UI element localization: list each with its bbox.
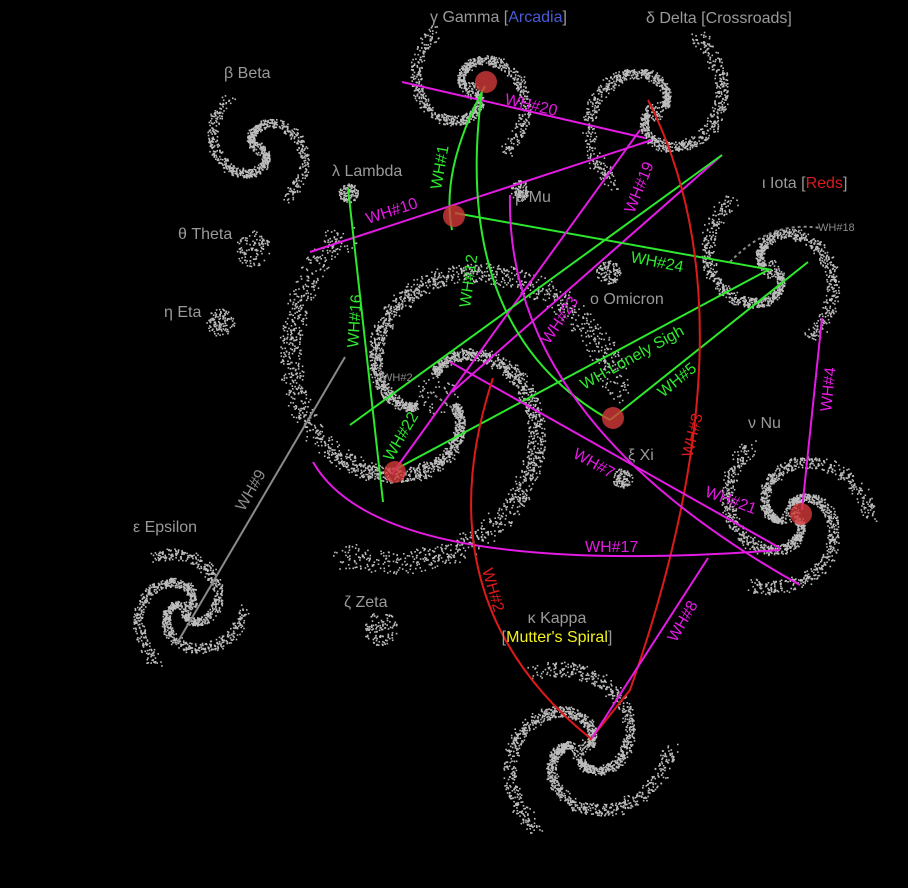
galaxy-gamma-label[interactable]: γ Gamma [Arcadia] — [430, 9, 567, 26]
galaxy-gamma-name: γ Gamma — [430, 9, 499, 26]
wormhole-wh23-lane[interactable] — [391, 129, 641, 475]
wormhole-wh3-lane[interactable] — [589, 99, 701, 741]
marker-layer — [384, 71, 812, 525]
galaxy-mu — [510, 180, 530, 202]
wormhole-wh7-lane[interactable] — [449, 361, 781, 549]
galaxy-delta-bracket-open: [ — [697, 10, 706, 27]
galaxy-kappa-faction: Mutter's Spiral — [506, 629, 608, 646]
galaxy-kappa-name: κ Kappa — [528, 610, 587, 627]
galaxy-delta-bracket-close: ] — [787, 10, 791, 27]
galaxy-iota-name: ι Iota — [762, 175, 797, 192]
galaxy-beta-label[interactable]: β Beta — [224, 65, 271, 82]
wormhole-wh9-lane[interactable] — [175, 356, 346, 646]
galaxy-epsilon — [133, 548, 250, 667]
galaxy-omicron-label[interactable]: ο Omicron — [590, 291, 664, 308]
galaxy-gamma-bracket-open: [ — [499, 9, 508, 26]
marker-xi[interactable] — [602, 407, 624, 429]
galaxy-theta — [236, 230, 271, 268]
wormhole-wh17-lane[interactable] — [312, 461, 781, 558]
galaxy-gamma-faction: Arcadia — [508, 9, 562, 26]
wormhole-wh2s-label: WH#2 — [382, 372, 413, 384]
galaxy-kappa-label[interactable]: κ Kappa — [528, 610, 587, 627]
wormhole-wh24-lane[interactable] — [454, 212, 773, 271]
wormhole-wh4-label: WH#4 — [818, 366, 840, 412]
wormhole-wh22-lane[interactable] — [349, 154, 723, 426]
wormhole-whlonely-lane[interactable] — [397, 269, 769, 469]
galaxy-eta — [206, 308, 236, 337]
galaxy-beta — [207, 95, 310, 204]
galaxy-kappa-faction-label: [Mutter's Spiral] — [502, 629, 613, 646]
wormhole-wh16-lane[interactable] — [347, 187, 384, 503]
galaxy-omicron — [596, 260, 622, 285]
galaxy-iota-label[interactable]: ι Iota [Reds] — [762, 175, 847, 192]
galaxy-iota-bracket-close: ] — [843, 175, 847, 192]
galaxy-zeta — [365, 613, 398, 646]
galaxy-iota-faction: Reds — [806, 175, 843, 192]
marker-gamma[interactable] — [475, 71, 497, 93]
galaxy-gamma-bracket-close: ] — [562, 9, 566, 26]
galaxy-epsilon-label[interactable]: ε Epsilon — [133, 519, 197, 536]
galaxy-iota-bracket-open: [ — [797, 175, 806, 192]
galaxy-kappa — [503, 661, 679, 834]
wormhole-wh4-lane[interactable] — [801, 317, 823, 511]
wormhole-wh17-label: WH#17 — [585, 539, 638, 556]
marker-mu[interactable] — [443, 205, 465, 227]
galaxy-nu-label[interactable]: ν Nu — [748, 415, 781, 432]
wormhole-wh18-label: WH#18 — [818, 222, 855, 234]
galaxy-eta-label[interactable]: η Eta — [164, 304, 201, 321]
galaxy-zeta-label[interactable]: ζ Zeta — [344, 594, 388, 611]
wormhole-wh5-lane[interactable] — [609, 261, 809, 421]
galaxy-delta — [582, 31, 729, 191]
galaxy-delta-label[interactable]: δ Delta [Crossroads] — [646, 10, 792, 27]
wormhole-wh16-label: WH#16 — [345, 294, 366, 349]
wormhole-wh2-lane[interactable] — [470, 377, 591, 739]
galaxy-mu-label[interactable]: μ Mu — [515, 189, 551, 206]
galaxy-delta-name: δ Delta — [646, 10, 697, 27]
marker-nu[interactable] — [790, 503, 812, 525]
wormhole-wh10-lane[interactable] — [309, 139, 653, 253]
wormhole-wh19-lane[interactable] — [451, 154, 723, 393]
galaxy-kappa-bracket-open: [ — [502, 629, 507, 646]
wormhole-wh20-lane[interactable] — [401, 81, 646, 139]
wormhole-wh8-lane[interactable] — [591, 557, 709, 739]
galaxy-delta-faction: Crossroads — [706, 10, 788, 27]
galaxy-xi-label[interactable]: ξ Xi — [628, 447, 654, 464]
galaxy-lambda — [338, 183, 359, 204]
wormhole-wh21-lane[interactable] — [508, 194, 801, 586]
galaxy-lambda-label[interactable]: λ Lambda — [332, 163, 402, 180]
galaxy-kappa-bracket-close: ] — [608, 629, 612, 646]
galaxy-theta-label[interactable]: θ Theta — [178, 226, 232, 243]
marker-central[interactable] — [384, 461, 406, 483]
galaxy-xi — [613, 468, 634, 489]
wormhole-lanes — [175, 81, 823, 741]
galaxy-layer — [133, 25, 878, 834]
galaxy-labels: γ Gamma [Arcadia] δ Delta [Crossroads] β… — [133, 9, 847, 646]
